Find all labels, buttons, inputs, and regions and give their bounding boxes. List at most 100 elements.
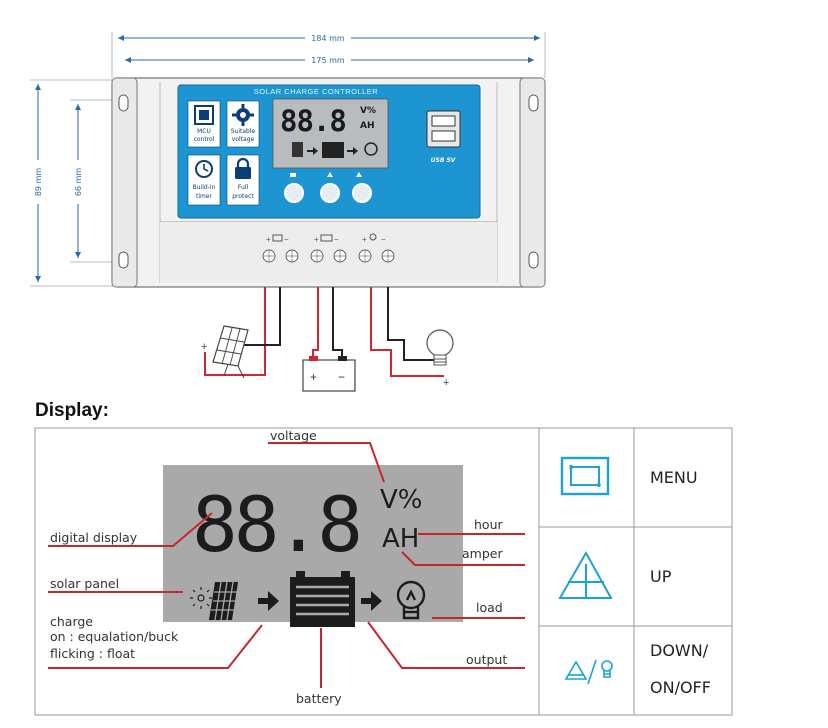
svg-text:−: − [334,235,339,244]
legend-down-label: DOWN/ [650,641,709,660]
load-positive-wire [370,287,444,377]
annotation-labels: voltage digital display hour amper solar… [50,428,507,706]
label-battery: battery [296,691,342,706]
bulb-illustration: + [426,329,454,389]
svg-text:timer: timer [196,193,213,200]
down-onoff-icon [564,659,613,685]
label-output: output [466,652,507,667]
feature-tile-mcu: MCU control [187,100,221,148]
svg-text:protect: protect [232,193,254,200]
dimension-annotations: 184 mm 175 mm 89 mm 66 mm [30,32,546,287]
terminal-symbols: + − + − + − [266,233,386,244]
svg-text:+: + [443,377,449,389]
svg-text:Full: Full [238,184,249,191]
terminal-bulb-icon [369,233,377,241]
label-charge-on: on : equalation/buck [50,629,179,644]
leader-digital-display [48,512,213,547]
controller-buttons [284,172,372,203]
mount-hole-tr [528,94,539,112]
menu-icon [560,456,610,496]
terminal-battery-icon [320,234,333,242]
svg-text:−: − [284,235,289,244]
label-solar-panel: solar panel [50,576,119,591]
controller-lcd-unit-bottom: AH [360,121,375,131]
terminal-strip [160,222,497,283]
width-inner-label: 175 mm [311,56,345,65]
width-outer-label: 184 mm [311,34,345,43]
svg-text:Build-in: Build-in [193,184,216,191]
battery-illustration: + − [302,356,356,392]
svg-text:+: + [310,370,317,384]
mount-hole-br [528,251,539,269]
usb-ports: USB 5V [426,110,461,164]
svg-text:control: control [194,136,215,143]
leader-voltage [268,442,385,483]
svg-text:MCU: MCU [197,128,211,135]
svg-text:+: + [362,235,367,244]
solar-panel-illustration: + [201,325,249,379]
svg-text:+: + [201,341,207,353]
controller-lcd-digits: 88.8 [280,104,346,138]
lock-icon [235,157,251,179]
feature-tile-timer: Build-in timer [187,154,221,206]
mount-hole-tl [118,94,129,112]
label-amper: amper [462,546,503,561]
svg-text:−: − [381,235,386,244]
legend-onoff-label: ON/OFF [650,678,711,697]
controller-title: SOLAR CHARGE CONTROLLER [254,87,379,96]
svg-text:−: − [338,370,345,384]
up-button[interactable] [320,183,340,203]
detail-lcd-unit-top: V% [380,485,423,515]
mount-hole-bl [118,251,129,269]
lcd-mini-bulb-icon [364,142,378,156]
display-detail-frame [34,427,733,716]
output-arrow-icon [361,591,382,611]
clock-icon [195,160,213,178]
feature-tile-protect: Full protect [226,154,260,206]
battery-negative-wire [332,287,343,360]
controller-lcd: 88.8 V% AH [272,98,389,169]
up-icon [558,550,613,599]
svg-text:Suitable: Suitable [231,128,256,135]
sun-icon [190,587,212,609]
legend-up-label: UP [650,567,672,586]
display-heading: Display: [35,400,109,421]
height-outer-label: 89 mm [34,168,43,197]
bulb-icon [396,580,426,620]
feature-tile-voltage: Suitable voltage [226,100,260,148]
leader-charge [48,624,263,669]
detail-lcd-unit-bottom: AH [382,524,419,554]
usb-label: USB 5V [431,157,457,164]
svg-text:+: + [314,235,319,244]
annotation-leaders [48,442,525,688]
right-mounting-ear [519,77,546,288]
detail-lcd: 88.8 V% AH [163,465,463,627]
battery-positive-wire [312,287,319,360]
panel-positive-wire [204,287,266,376]
down-onoff-button[interactable] [352,183,372,203]
wiring [204,287,444,377]
leader-output [367,621,525,669]
controller-lcd-unit-top: V% [360,106,376,116]
panel-negative-wire [244,287,281,346]
gear-icon [232,104,254,126]
legend-menu-label: MENU [650,468,698,487]
terminal-screws [262,249,395,263]
charge-arrow-icon [258,591,279,611]
svg-text:+: + [266,235,271,244]
label-charge: charge [50,614,93,629]
terminal-panel-icon [272,234,283,242]
label-load: load [476,600,503,615]
leader-amper [401,551,525,566]
height-inner-label: 66 mm [74,168,83,197]
svg-text:voltage: voltage [232,136,255,143]
chip-icon [194,105,214,125]
detail-lcd-digits: 88.8 [192,480,359,569]
label-hour: hour [474,517,503,532]
lcd-mini-battery-icon [322,142,344,158]
controller-device: SOLAR CHARGE CONTROLLER MCU control Suit… [111,77,546,288]
load-negative-wire [387,287,440,361]
menu-button[interactable] [284,183,304,203]
label-voltage: voltage [270,428,317,443]
